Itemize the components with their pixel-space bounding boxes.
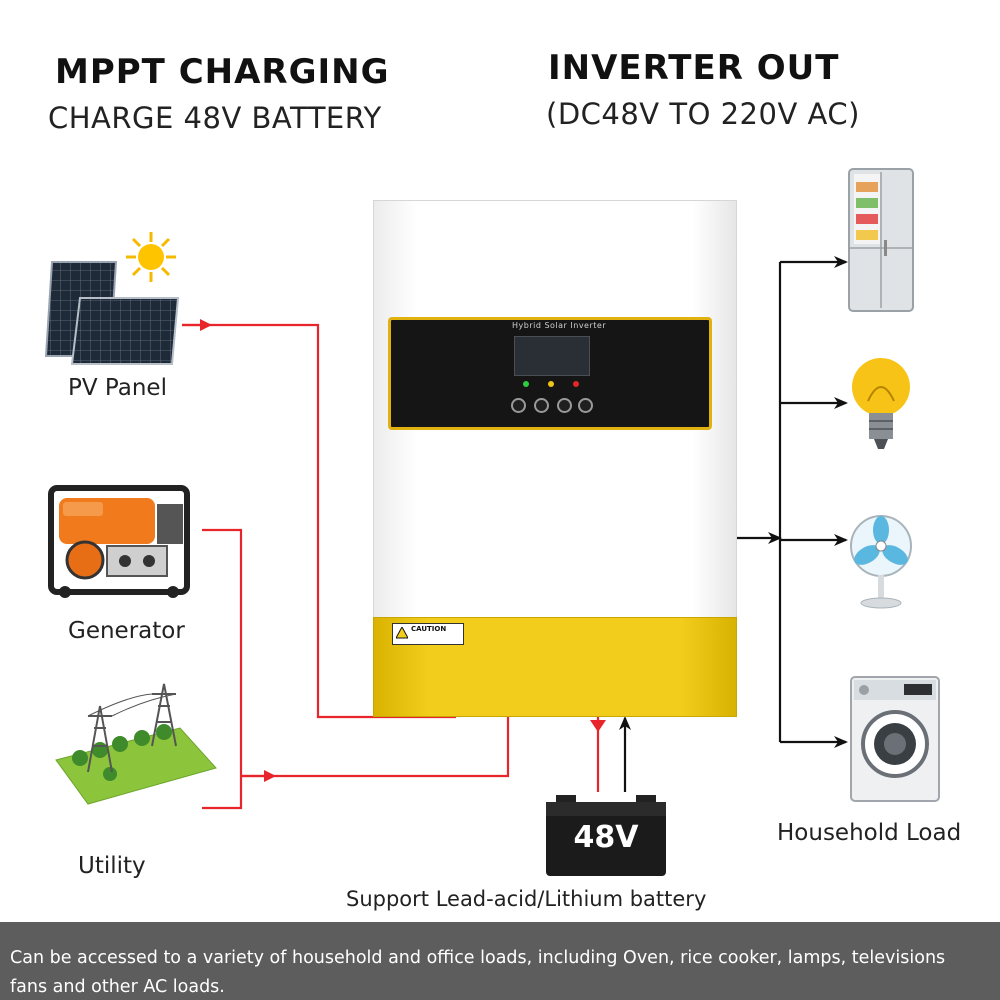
footer-line-2: fans and other AC loads.	[10, 977, 225, 997]
warning-icon	[396, 627, 408, 639]
fault-led-icon	[573, 381, 579, 387]
sun-icon	[126, 232, 176, 282]
battery-voltage-label: 48V	[573, 820, 639, 855]
generator-label: Generator	[68, 618, 185, 644]
footer-line-1: Can be accessed to a variety of househol…	[10, 948, 946, 968]
fan-icon	[850, 515, 912, 609]
mppt-title: MPPT CHARGING	[55, 52, 390, 92]
down-button[interactable]	[557, 398, 572, 413]
utility-label: Utility	[78, 853, 146, 879]
battery-icon	[546, 795, 666, 876]
pv-panel-label: PV Panel	[68, 375, 167, 401]
inverter-panel-title: Hybrid Solar Inverter	[512, 321, 607, 330]
esc-button[interactable]	[511, 398, 526, 413]
inverter-control-panel	[388, 317, 712, 430]
inverter-lcd-screen	[514, 336, 590, 376]
enter-button[interactable]	[578, 398, 593, 413]
utility-grid-icon	[55, 683, 217, 805]
pv-input-line	[182, 323, 456, 719]
battery-caption: Support Lead-acid/Lithium battery	[346, 887, 707, 911]
mppt-subtitle: CHARGE 48V BATTERY	[48, 101, 382, 135]
household-load-label: Household Load	[777, 820, 962, 846]
caution-sticker: CAUTION	[392, 623, 464, 645]
refrigerator-icon	[848, 168, 914, 312]
utility-input-line	[241, 715, 510, 778]
generator-input-line	[202, 528, 243, 810]
inverter-subtitle: (DC48V TO 220V AC)	[546, 97, 860, 131]
caution-label: CAUTION	[411, 625, 447, 633]
status-led-icon	[523, 381, 529, 387]
pv-panel-icon	[44, 261, 180, 365]
up-button[interactable]	[534, 398, 549, 413]
inverter-title: INVERTER OUT	[548, 48, 840, 88]
charge-led-icon	[548, 381, 554, 387]
washing-machine-icon	[850, 676, 940, 802]
light-bulb-icon	[852, 358, 910, 449]
footer-banner: Can be accessed to a variety of househol…	[0, 922, 1000, 1000]
generator-icon	[48, 485, 190, 598]
